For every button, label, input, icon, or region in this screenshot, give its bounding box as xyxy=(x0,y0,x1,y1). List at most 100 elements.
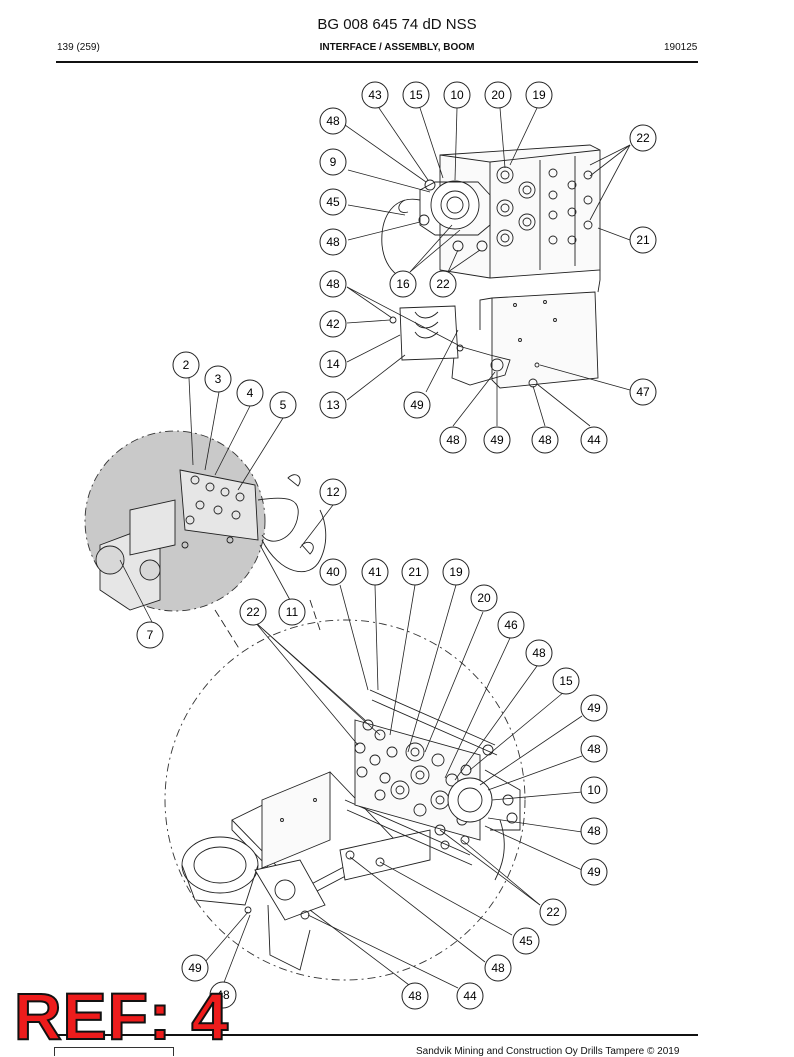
callout: 48 xyxy=(439,426,467,454)
svg-text:4: 4 xyxy=(247,386,254,400)
svg-text:13: 13 xyxy=(326,398,340,412)
callout: 12 xyxy=(319,478,347,506)
svg-text:10: 10 xyxy=(450,88,464,102)
callout: 22 xyxy=(539,898,567,926)
svg-text:43: 43 xyxy=(368,88,382,102)
svg-text:9: 9 xyxy=(330,155,337,169)
svg-text:45: 45 xyxy=(326,195,340,209)
callout: 48 xyxy=(580,735,608,763)
svg-text:21: 21 xyxy=(408,565,422,579)
svg-text:48: 48 xyxy=(532,646,546,660)
svg-text:22: 22 xyxy=(636,131,650,145)
callout: 48 xyxy=(319,270,347,298)
svg-text:21: 21 xyxy=(636,233,650,247)
svg-text:22: 22 xyxy=(246,605,260,619)
svg-text:11: 11 xyxy=(286,605,299,619)
svg-text:2: 2 xyxy=(183,358,190,372)
callout: 45 xyxy=(512,927,540,955)
svg-text:15: 15 xyxy=(409,88,423,102)
svg-text:22: 22 xyxy=(546,905,560,919)
callout: 49 xyxy=(181,954,209,982)
callout: 9 xyxy=(319,148,347,176)
callout: 48 xyxy=(209,981,237,1009)
svg-text:47: 47 xyxy=(636,385,650,399)
callout: 44 xyxy=(580,426,608,454)
callout: 49 xyxy=(580,858,608,886)
callout: 3 xyxy=(204,365,232,393)
callout: 21 xyxy=(629,226,657,254)
svg-text:20: 20 xyxy=(491,88,505,102)
svg-text:44: 44 xyxy=(587,433,601,447)
callout: 19 xyxy=(442,558,470,586)
svg-text:48: 48 xyxy=(491,961,505,975)
svg-text:14: 14 xyxy=(326,357,340,371)
svg-text:48: 48 xyxy=(326,114,340,128)
callout: 49 xyxy=(580,694,608,722)
callout: 15 xyxy=(552,667,580,695)
svg-text:22: 22 xyxy=(436,277,450,291)
callout: 10 xyxy=(443,81,471,109)
svg-text:49: 49 xyxy=(587,865,601,879)
callout: 15 xyxy=(402,81,430,109)
svg-text:40: 40 xyxy=(326,565,340,579)
svg-text:49: 49 xyxy=(490,433,504,447)
callout: 4 xyxy=(236,379,264,407)
callout: 48 xyxy=(319,228,347,256)
svg-text:48: 48 xyxy=(587,824,601,838)
svg-text:49: 49 xyxy=(188,961,202,975)
svg-text:16: 16 xyxy=(396,277,410,291)
section-title: INTERFACE / ASSEMBLY, BOOM xyxy=(319,42,475,53)
svg-text:20: 20 xyxy=(477,591,491,605)
svg-text:15: 15 xyxy=(559,674,573,688)
page-number: 139 (259) xyxy=(57,42,100,53)
callout: 5 xyxy=(269,391,297,419)
callout: 13 xyxy=(319,391,347,419)
callout: 10 xyxy=(580,776,608,804)
callout: 49 xyxy=(403,391,431,419)
svg-text:48: 48 xyxy=(587,742,601,756)
ref-stamp: REF: 4 xyxy=(13,979,230,1053)
callout: 22 xyxy=(429,270,457,298)
callout: 48 xyxy=(525,639,553,667)
callout: 11 xyxy=(278,598,306,626)
svg-text:19: 19 xyxy=(532,88,546,102)
callout: 46 xyxy=(497,611,525,639)
callout: 19 xyxy=(525,81,553,109)
svg-text:3: 3 xyxy=(215,372,222,386)
svg-text:48: 48 xyxy=(538,433,552,447)
copyright-footer: Sandvik Mining and Construction Oy Drill… xyxy=(416,1046,680,1057)
svg-text:12: 12 xyxy=(326,485,340,499)
svg-text:7: 7 xyxy=(147,628,154,642)
date-code: 190125 xyxy=(664,42,698,53)
callout: 45 xyxy=(319,188,347,216)
svg-text:48: 48 xyxy=(326,277,340,291)
drawing-lines xyxy=(84,107,631,989)
svg-text:49: 49 xyxy=(587,701,601,715)
svg-text:41: 41 xyxy=(368,565,382,579)
callout: 44 xyxy=(456,982,484,1010)
callout: 40 xyxy=(319,558,347,586)
header-rule xyxy=(56,61,698,63)
callout: 21 xyxy=(401,558,429,586)
callout: 47 xyxy=(629,378,657,406)
callout: 2 xyxy=(172,351,200,379)
callout: 41 xyxy=(361,558,389,586)
document-title: BG 008 645 74 dD NSS xyxy=(317,16,477,33)
callout-bubbles: 43 15 10 20 19 48 9 45 48 16 22 22 21 48… xyxy=(136,81,657,1010)
svg-text:48: 48 xyxy=(216,988,230,1002)
svg-text:46: 46 xyxy=(504,618,518,632)
svg-text:5: 5 xyxy=(280,398,287,412)
callout: 48 xyxy=(319,107,347,135)
callout: 48 xyxy=(580,817,608,845)
svg-text:48: 48 xyxy=(446,433,460,447)
footer-rule xyxy=(56,1034,698,1036)
callout: 22 xyxy=(239,598,267,626)
callout: 42 xyxy=(319,310,347,338)
svg-text:10: 10 xyxy=(587,783,601,797)
svg-text:44: 44 xyxy=(463,989,477,1003)
callout: 43 xyxy=(361,81,389,109)
svg-text:49: 49 xyxy=(410,398,424,412)
callout: 14 xyxy=(319,350,347,378)
svg-text:42: 42 xyxy=(326,317,340,331)
